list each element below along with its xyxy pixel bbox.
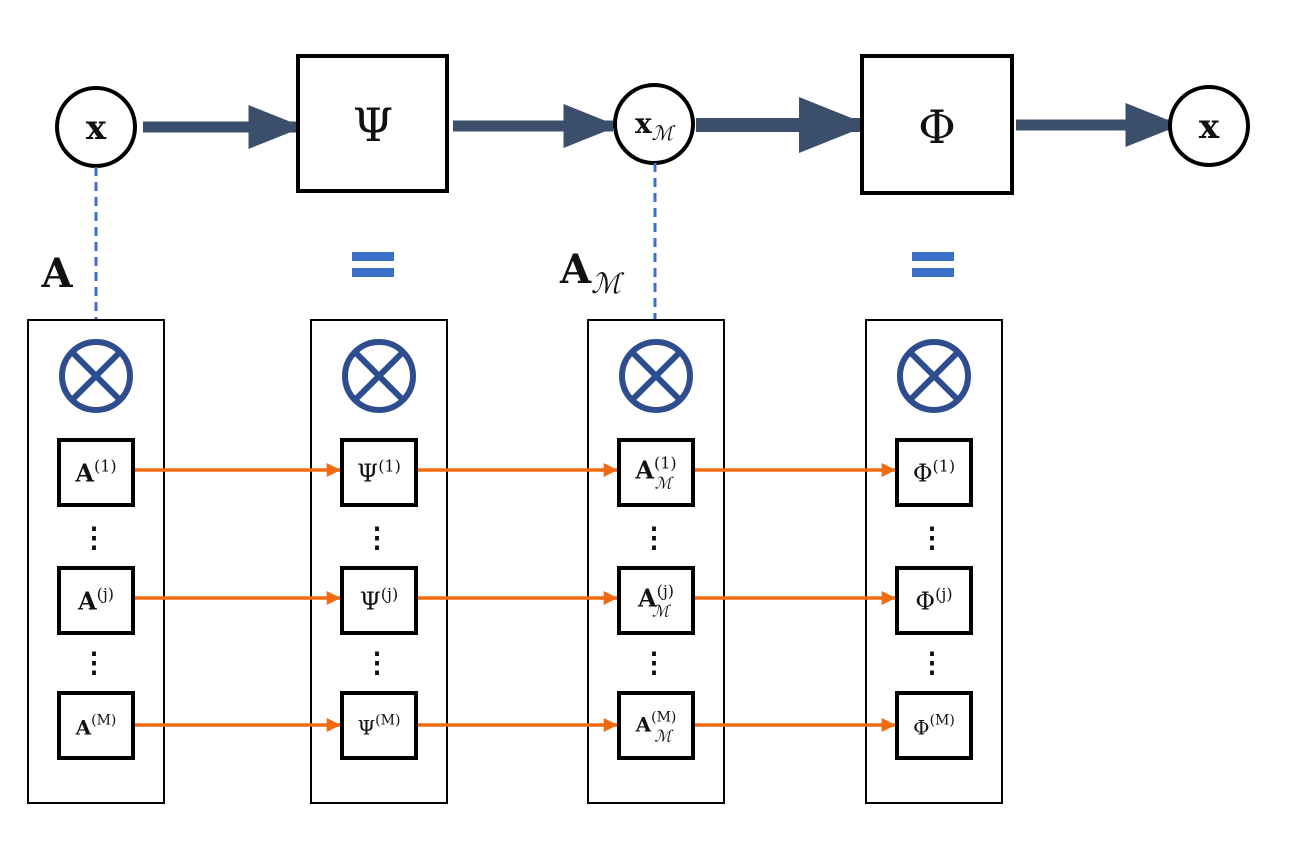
factor-label: Φ(M) [913,713,955,740]
factor-phi-1: Φ(1) [895,438,973,507]
factor-label: A(1) [74,457,116,488]
measurement-node-label: xℳ [635,107,676,145]
psi-operator-box [296,54,449,193]
factor-label: A(M) [75,713,117,740]
factor-label: Φ(j) [915,585,952,616]
ellipsis-vertical: ⋮ [363,646,391,679]
matrix-a-label: A [40,250,73,297]
factor-box [57,691,135,760]
factor-box [895,438,973,507]
factor-psi-2: Ψ(j) [340,566,418,635]
factor-a-1: A(1) [57,438,135,507]
factor-label: Ψ(j) [360,585,399,616]
factor-am-1: A(1)ℳ [617,438,695,507]
kronecker-product-icon [897,339,971,413]
factor-column-a: A(1) A(j) A(M) ⋮ ⋮ [27,319,165,804]
factor-am-3: A(M)ℳ [617,691,695,760]
factor-arrows [135,463,896,732]
factor-phi-2: Φ(j) [895,566,973,635]
kronecker-product-icon [619,339,693,413]
factor-label: A(j)ℳ [637,582,674,621]
factor-box [57,438,135,507]
pipeline: x Ψ xℳ Φ x [55,54,1250,195]
ellipsis-vertical: ⋮ [363,521,391,554]
phi-operator-label: Φ [918,100,956,154]
ellipsis-vertical: ⋮ [918,646,946,679]
input-node-x [55,86,137,168]
factor-label: Ψ(1) [357,457,401,488]
factor-box [895,566,973,635]
ellipsis-vertical: ⋮ [640,646,668,679]
ellipsis-vertical: ⋮ [640,521,668,554]
ellipsis-vertical: ⋮ [80,521,108,554]
psi-operator-label: Ψ [353,98,393,152]
factor-psi-3: Ψ(M) [340,691,418,760]
factor-box [57,566,135,635]
factor-label: A(1)ℳ [634,454,676,493]
kronecker-product-icon [59,339,133,413]
ellipsis-vertical: ⋮ [918,521,946,554]
factor-box [617,438,695,507]
factor-psi-1: Ψ(1) [340,438,418,507]
factor-label: Φ(1) [913,457,955,488]
factor-a-2: A(j) [57,566,135,635]
factor-box [617,566,695,635]
factor-label: A(M)ℳ [635,710,677,746]
factor-box [340,691,418,760]
ellipsis-vertical: ⋮ [80,646,108,679]
factor-label: Ψ(M) [358,713,401,740]
kronecker-product-icon [342,339,416,413]
factor-a-3: A(M) [57,691,135,760]
factor-column-phi: Φ(1) Φ(j) Φ(M) ⋮ ⋮ [865,319,1003,804]
factor-box [895,691,973,760]
matrix-am-label: Aℳ [559,246,625,300]
equals-sign-psi [352,252,394,277]
factor-phi-3: Φ(M) [895,691,973,760]
output-node-x [1168,85,1250,167]
factor-columns: A(1)A(j)A(M)⋮⋮Ψ(1)Ψ(j)Ψ(M)⋮⋮A(1)ℳA(j)ℳA(… [27,319,1003,804]
factor-column-am: A(1)ℳ A(j)ℳ A(M)ℳ ⋮ ⋮ [587,319,725,804]
factor-column-psi: Ψ(1) Ψ(j) Ψ(M) ⋮ ⋮ [310,319,448,804]
factor-am-2: A(j)ℳ [617,566,695,635]
factor-box [617,691,695,760]
phi-operator-box [860,54,1014,195]
input-node-label: x [86,108,107,148]
equals-sign-phi [912,252,954,277]
factor-box [340,438,418,507]
factor-label: A(j) [77,585,114,616]
factor-box [340,566,418,635]
output-node-label: x [1199,107,1220,147]
